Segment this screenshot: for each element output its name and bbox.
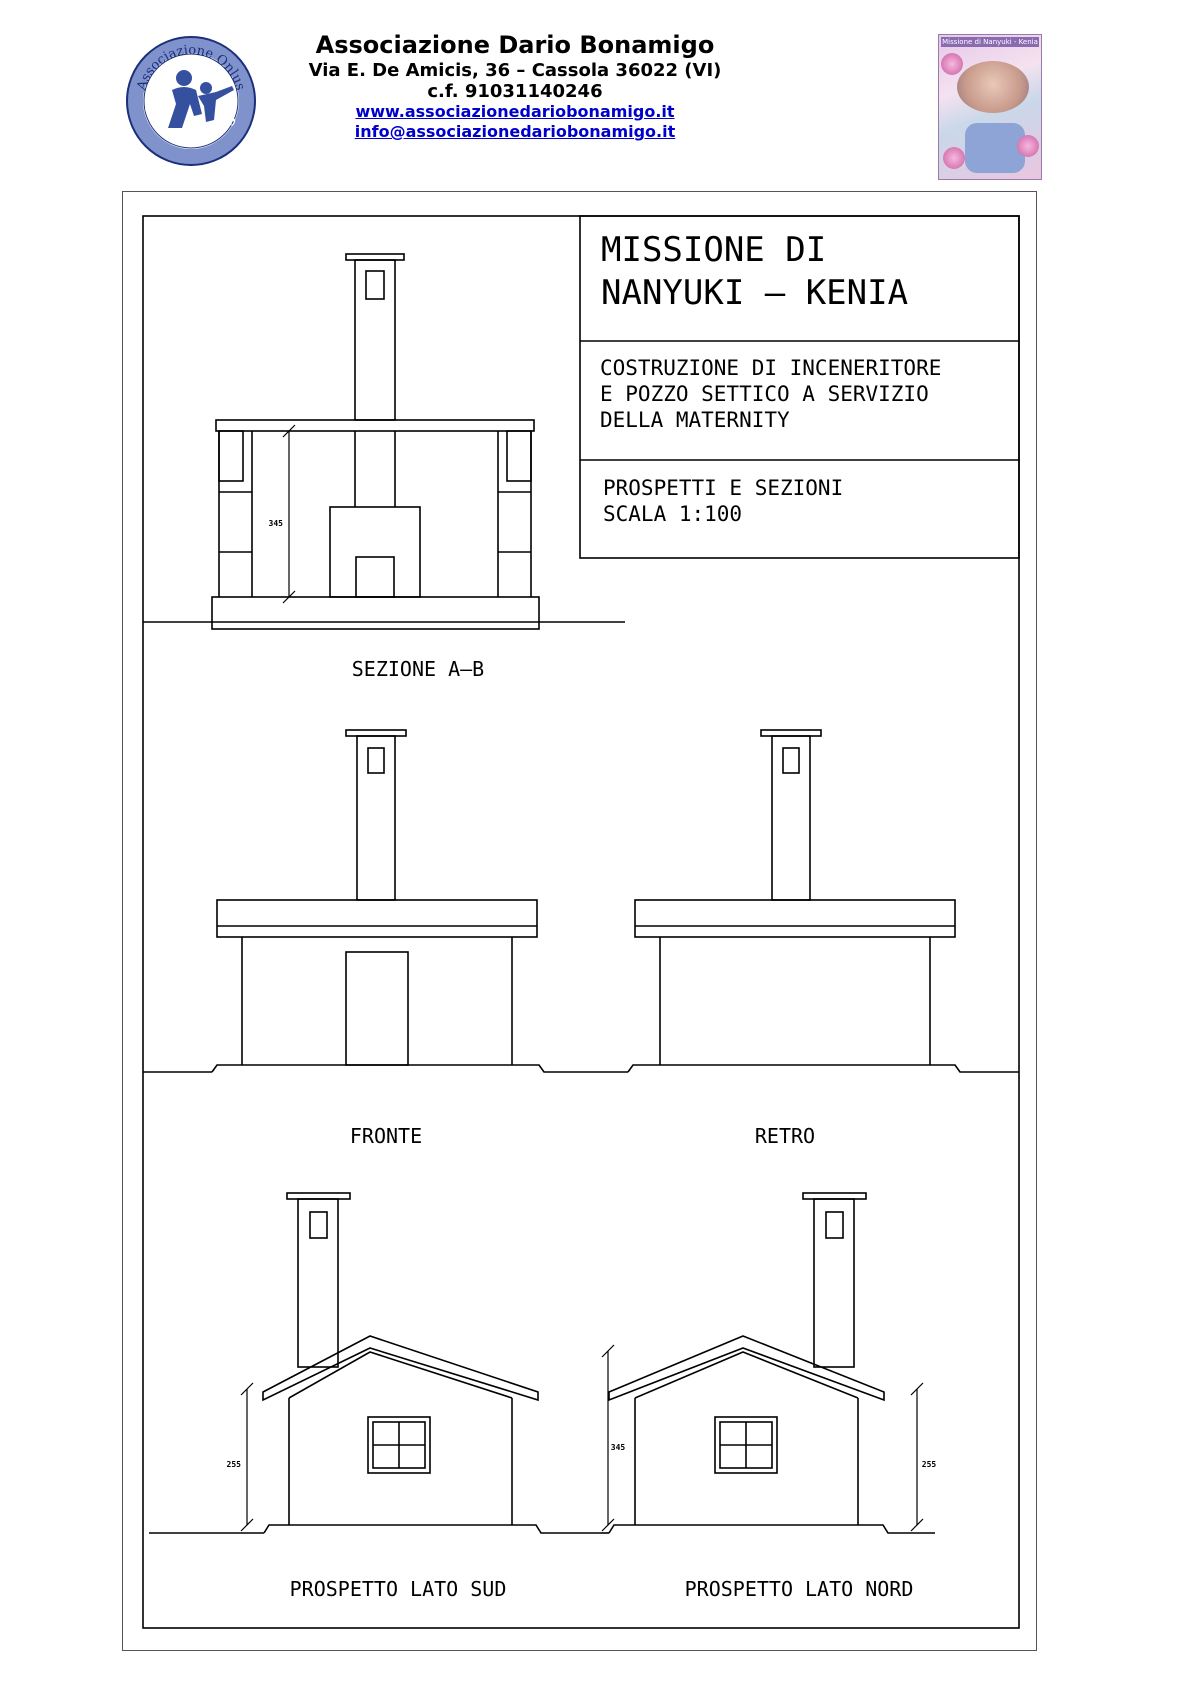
title-description-line3: DELLA MATERNITY bbox=[600, 408, 790, 432]
flower-image bbox=[941, 53, 963, 75]
south-elevation bbox=[149, 1192, 601, 1534]
title-block bbox=[579, 215, 1020, 559]
label-north: PROSPETTO LATO NORD bbox=[685, 1577, 914, 1601]
technical-drawing: MISSIONE DI NANYUKI – KENIA COSTRUZIONE … bbox=[142, 215, 1020, 1629]
title-sheet-line1: PROSPETTI E SEZIONI bbox=[603, 476, 843, 500]
flower-image bbox=[943, 147, 965, 169]
fiscal-code: c.f. 91031140246 bbox=[427, 81, 603, 102]
flower-image bbox=[1017, 135, 1039, 157]
south-dimension: 255 bbox=[227, 1460, 242, 1469]
drawing-sheet: MISSIONE DI NANYUKI – KENIA COSTRUZIONE … bbox=[122, 191, 1037, 1651]
title-sheet-line2: SCALA 1:100 bbox=[603, 502, 742, 526]
association-logo: Associazione Onlus Dario Bonamigo bbox=[126, 36, 256, 166]
label-section: SEZIONE A–B bbox=[352, 657, 484, 681]
letterhead: Associazione Dario Bonamigo Via E. De Am… bbox=[230, 30, 800, 142]
photo-text-panel bbox=[965, 123, 1025, 173]
label-back: RETRO bbox=[755, 1124, 815, 1148]
label-front: FRONTE bbox=[350, 1124, 422, 1148]
north-left-dimension: 345 bbox=[611, 1443, 626, 1452]
north-right-dimension: 255 bbox=[922, 1460, 937, 1469]
website-link[interactable]: www.associazionedariobonamigo.it bbox=[355, 102, 675, 121]
mission-photo: Missione di Nanyuki - Kenia bbox=[938, 34, 1042, 180]
inner-frame bbox=[142, 215, 1020, 1629]
front-elevation bbox=[143, 729, 601, 1073]
section-drawing bbox=[143, 253, 625, 630]
title-description-line2: E POZZO SETTICO A SERVIZIO bbox=[600, 382, 929, 406]
back-elevation bbox=[601, 729, 1019, 1073]
photo-caption: Missione di Nanyuki - Kenia bbox=[941, 37, 1039, 47]
title-description-line1: COSTRUZIONE DI INCENERITORE bbox=[600, 356, 941, 380]
organization-name: Associazione Dario Bonamigo bbox=[315, 31, 715, 59]
baby-image bbox=[957, 61, 1029, 113]
section-dimension: 345 bbox=[269, 519, 284, 528]
label-south: PROSPETTO LATO SUD bbox=[290, 1577, 507, 1601]
north-elevation bbox=[601, 1192, 935, 1534]
email-link[interactable]: info@associazionedariobonamigo.it bbox=[354, 122, 676, 141]
title-project-line1: MISSIONE DI bbox=[601, 230, 826, 270]
title-project-line2: NANYUKI – KENIA bbox=[601, 273, 908, 313]
address: Via E. De Amicis, 36 – Cassola 36022 (VI… bbox=[308, 60, 722, 81]
